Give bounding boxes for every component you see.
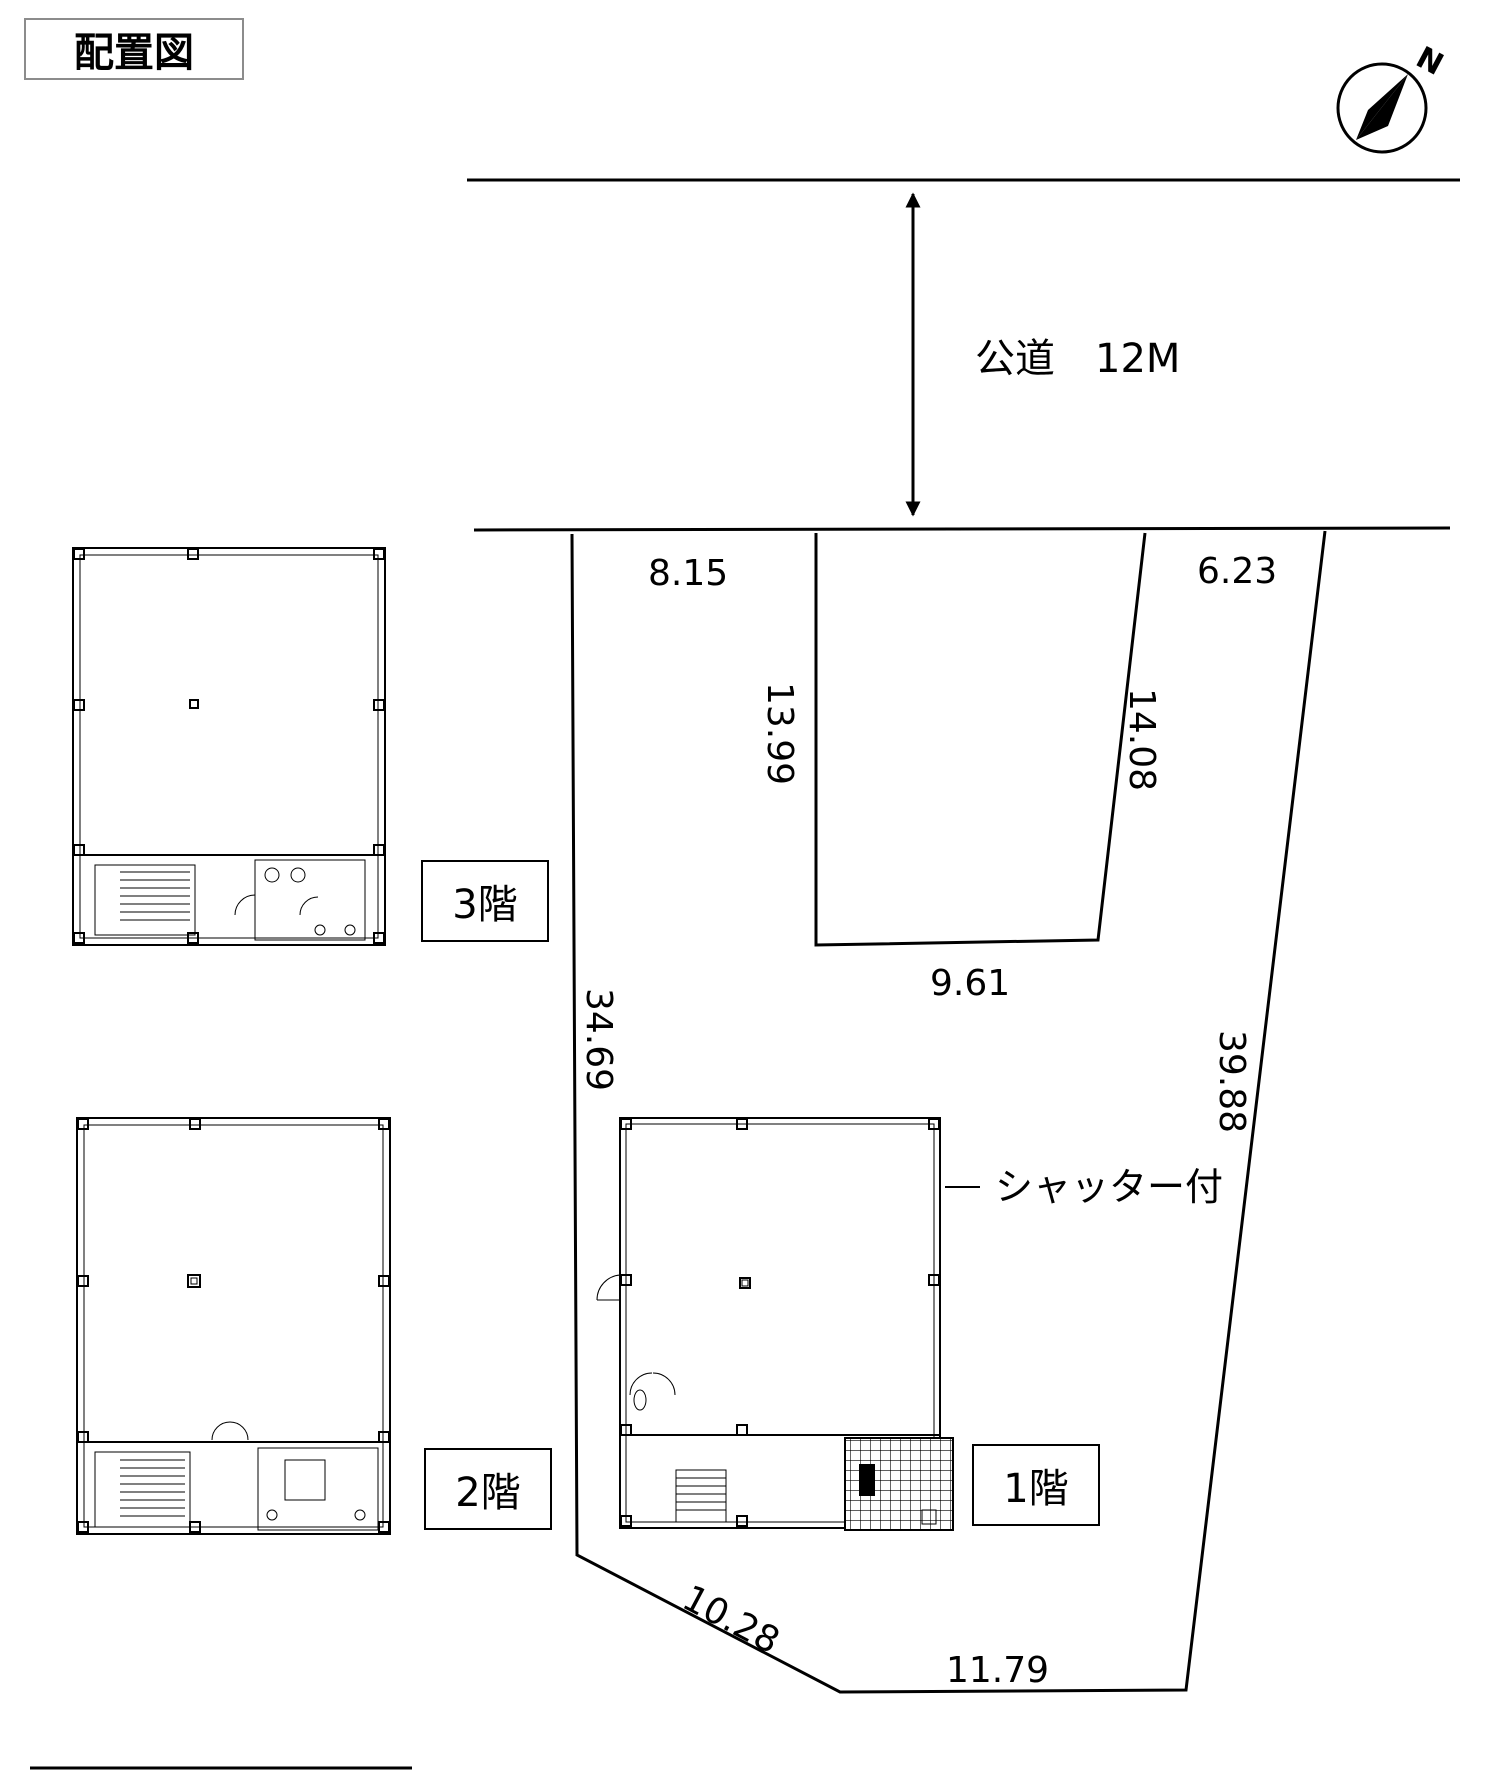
dim-10-28: 10.28 [676, 1578, 786, 1663]
north-label: N [1410, 40, 1449, 83]
site-boundary [570, 530, 1327, 1694]
dim-39-88: 39.88 [1211, 1030, 1252, 1133]
shutter-label: シャッター付 [995, 1165, 1223, 1209]
floor-plan-1f [596, 1117, 954, 1531]
north-arrow-icon: N [1336, 40, 1449, 154]
dim-14-08: 14.08 [1121, 688, 1162, 791]
floor-label-1f: 1階 [972, 1444, 1100, 1526]
floor-label-2f: 2階 [424, 1448, 552, 1530]
floor-plan-2f [76, 1117, 391, 1535]
dim-11-79: 11.79 [946, 1650, 1049, 1691]
dim-9-61: 9.61 [930, 963, 1010, 1004]
dim-6-23: 6.23 [1197, 551, 1277, 592]
floor-plan-3f [72, 547, 386, 946]
floor-label-3f: 3階 [421, 860, 549, 942]
dim-34-69: 34.69 [578, 988, 619, 1091]
dim-8-15: 8.15 [648, 553, 728, 594]
dim-13-99: 13.99 [759, 682, 800, 785]
road-edge-south [473, 526, 1451, 532]
road-label: 公道 12M [975, 336, 1180, 382]
page-title: 配置図 [24, 18, 244, 80]
